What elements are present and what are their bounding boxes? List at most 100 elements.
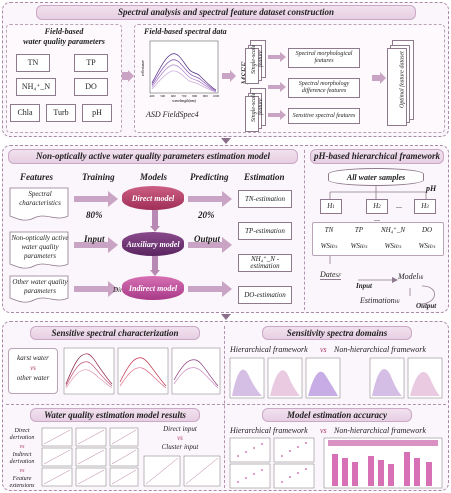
plot-ylabel: reflectance xyxy=(141,60,145,76)
feature-non-opt: Non-optically active water quality param… xyxy=(11,234,69,260)
arrows-to-features xyxy=(268,52,286,120)
param-nh4: NH₄⁺_N xyxy=(16,78,56,96)
other-water-label: other water xyxy=(16,374,50,382)
results-vs-3: vs xyxy=(177,434,183,442)
cluster-input: Cluster input xyxy=(161,443,199,451)
col-estimation: Estimation xyxy=(244,172,285,182)
results-title: Water quality estimation model results xyxy=(30,408,200,422)
hf-flow xyxy=(329,256,435,305)
feature-other-wq: Other water quality parameters xyxy=(12,278,68,295)
plot-xtick-3: 700 xyxy=(182,94,187,98)
arrow-to-optimal xyxy=(372,72,386,84)
optimal-feature-dataset: Optimal feature dataset xyxy=(392,40,414,120)
h3-box: H3 xyxy=(414,199,436,214)
section3-divider-h xyxy=(6,404,446,405)
date-sf: DateSF xyxy=(320,270,342,280)
plot-xtick-6: 1000 xyxy=(213,94,220,98)
estimation-hi: EstimationHi xyxy=(360,296,400,305)
spectral-curves-plot: reflectance 400 500 600 700 800 900 1000… xyxy=(141,40,220,103)
col-training: Training xyxy=(82,172,115,182)
predicting-arrows xyxy=(188,191,232,297)
accuracy-vs: vs xyxy=(320,426,327,435)
hf-branches xyxy=(329,186,427,199)
domains-title: Sensitivity spectra domains xyxy=(262,326,412,340)
karst-vs: vs xyxy=(30,364,36,372)
col-predicting: Predicting xyxy=(190,172,229,182)
pct-pred: 20% xyxy=(198,210,215,220)
plot-xtick-1: 500 xyxy=(160,94,165,98)
arrow-section2-to-3 xyxy=(221,314,231,320)
grid-dots-top: ... xyxy=(374,214,380,223)
feature-morph-difference: Spectral morphology difference features xyxy=(288,72,365,98)
results-scatter-left xyxy=(41,427,139,487)
spectral-data-title: Field-based spectral data xyxy=(144,27,227,36)
single-scale-feature-1: Single-scale feature xyxy=(250,40,266,78)
arrow-to-msfe xyxy=(222,70,236,82)
param-do: DO xyxy=(74,78,108,96)
plot-xtick-4: 800 xyxy=(192,94,197,98)
grid-tp: TP xyxy=(354,226,364,234)
domains-hier: Hierarchical framework xyxy=(230,345,308,354)
col-features: Features xyxy=(20,172,54,182)
sensitive-mini-plots xyxy=(63,347,221,395)
pct-train: 80% xyxy=(86,210,103,220)
domains-vs: vs xyxy=(320,345,327,354)
sensitive-title: Sensitive spectral characterization xyxy=(30,326,200,340)
auxiliary-model: Auxiliary model xyxy=(122,232,184,256)
grid-nh4: NH₄⁺_N xyxy=(380,226,406,234)
col-models: Models xyxy=(140,172,167,182)
wq-params-title-2: water quality parameters xyxy=(23,37,105,46)
feature-spectral-char: Spectral characteristics xyxy=(19,190,61,207)
domains-non-hier: Non-hierarchical framework xyxy=(334,345,426,354)
model-connectors xyxy=(150,210,160,276)
section2-title-left: Non-optically active water quality param… xyxy=(8,149,298,164)
direct-derivation: Direct derivation xyxy=(9,428,35,441)
arrow-section1-to-2 xyxy=(221,138,231,144)
section2-title-right: pH-based hierarchical framework xyxy=(310,149,444,164)
h2-box: H2 xyxy=(366,199,388,214)
label-output: Output xyxy=(194,234,221,244)
feature-morphological: Spectral morphological features xyxy=(288,42,365,68)
plot-xtick-2: 600 xyxy=(171,94,176,98)
plot-xtick-5: 900 xyxy=(203,94,208,98)
hf-grid xyxy=(312,222,444,256)
hf-input-label: Input xyxy=(356,282,372,290)
device-label: ASD FieldSpec4 xyxy=(146,110,199,119)
accuracy-non-hier: Non-hierarchical framework xyxy=(334,426,426,435)
tp-estimation: TP-estimation xyxy=(238,216,297,240)
section3-divider-v xyxy=(224,326,225,488)
domains-mini-plots xyxy=(229,357,443,399)
results-scatter-right xyxy=(143,455,221,487)
direct-model: Direct model xyxy=(122,186,184,210)
do-estimation: DO-estimation xyxy=(238,280,297,304)
karst-box xyxy=(8,348,58,394)
grid-ws-4: WSHrs xyxy=(418,242,436,250)
accuracy-mini-plots xyxy=(229,437,443,489)
h-dots: ... xyxy=(396,201,402,210)
plot-xtick-0: 400 xyxy=(150,94,155,98)
param-turb: Turb xyxy=(46,104,76,122)
feature-extensions: Feature extensions xyxy=(9,476,35,489)
param-ph: pH xyxy=(82,104,112,122)
plot-xlabel: wavelength(nm) xyxy=(172,99,196,103)
nh4-estimation: NH₄⁺_N -estimation xyxy=(238,248,297,272)
indirect-model: Indirect model xyxy=(122,276,184,300)
results-vs-1: vs xyxy=(19,444,25,450)
param-chla: Chla xyxy=(10,104,40,122)
section2-divider xyxy=(304,150,305,310)
single-scale-feature-2: Single-scale feature xyxy=(250,88,266,126)
arrow-params-to-spectral xyxy=(122,70,134,82)
grid-ws-1: WSHrs xyxy=(320,242,338,250)
feature-scrolls xyxy=(9,187,69,303)
training-arrows xyxy=(74,191,118,297)
indirect-derivation: Indirect derivation xyxy=(9,452,35,465)
label-input: Input xyxy=(84,234,105,244)
accuracy-hier: Hierarchical framework xyxy=(230,426,308,435)
section1-title: Spectral analysis and spectral feature d… xyxy=(36,5,416,20)
ph-label: pH xyxy=(426,184,437,193)
grid-do: DO xyxy=(421,226,433,234)
model-hi: ModelHi xyxy=(398,272,424,281)
param-tn: TN xyxy=(16,54,50,72)
grid-ws-2: WSHrs xyxy=(350,242,368,250)
hf-output-label: Output xyxy=(416,302,437,310)
